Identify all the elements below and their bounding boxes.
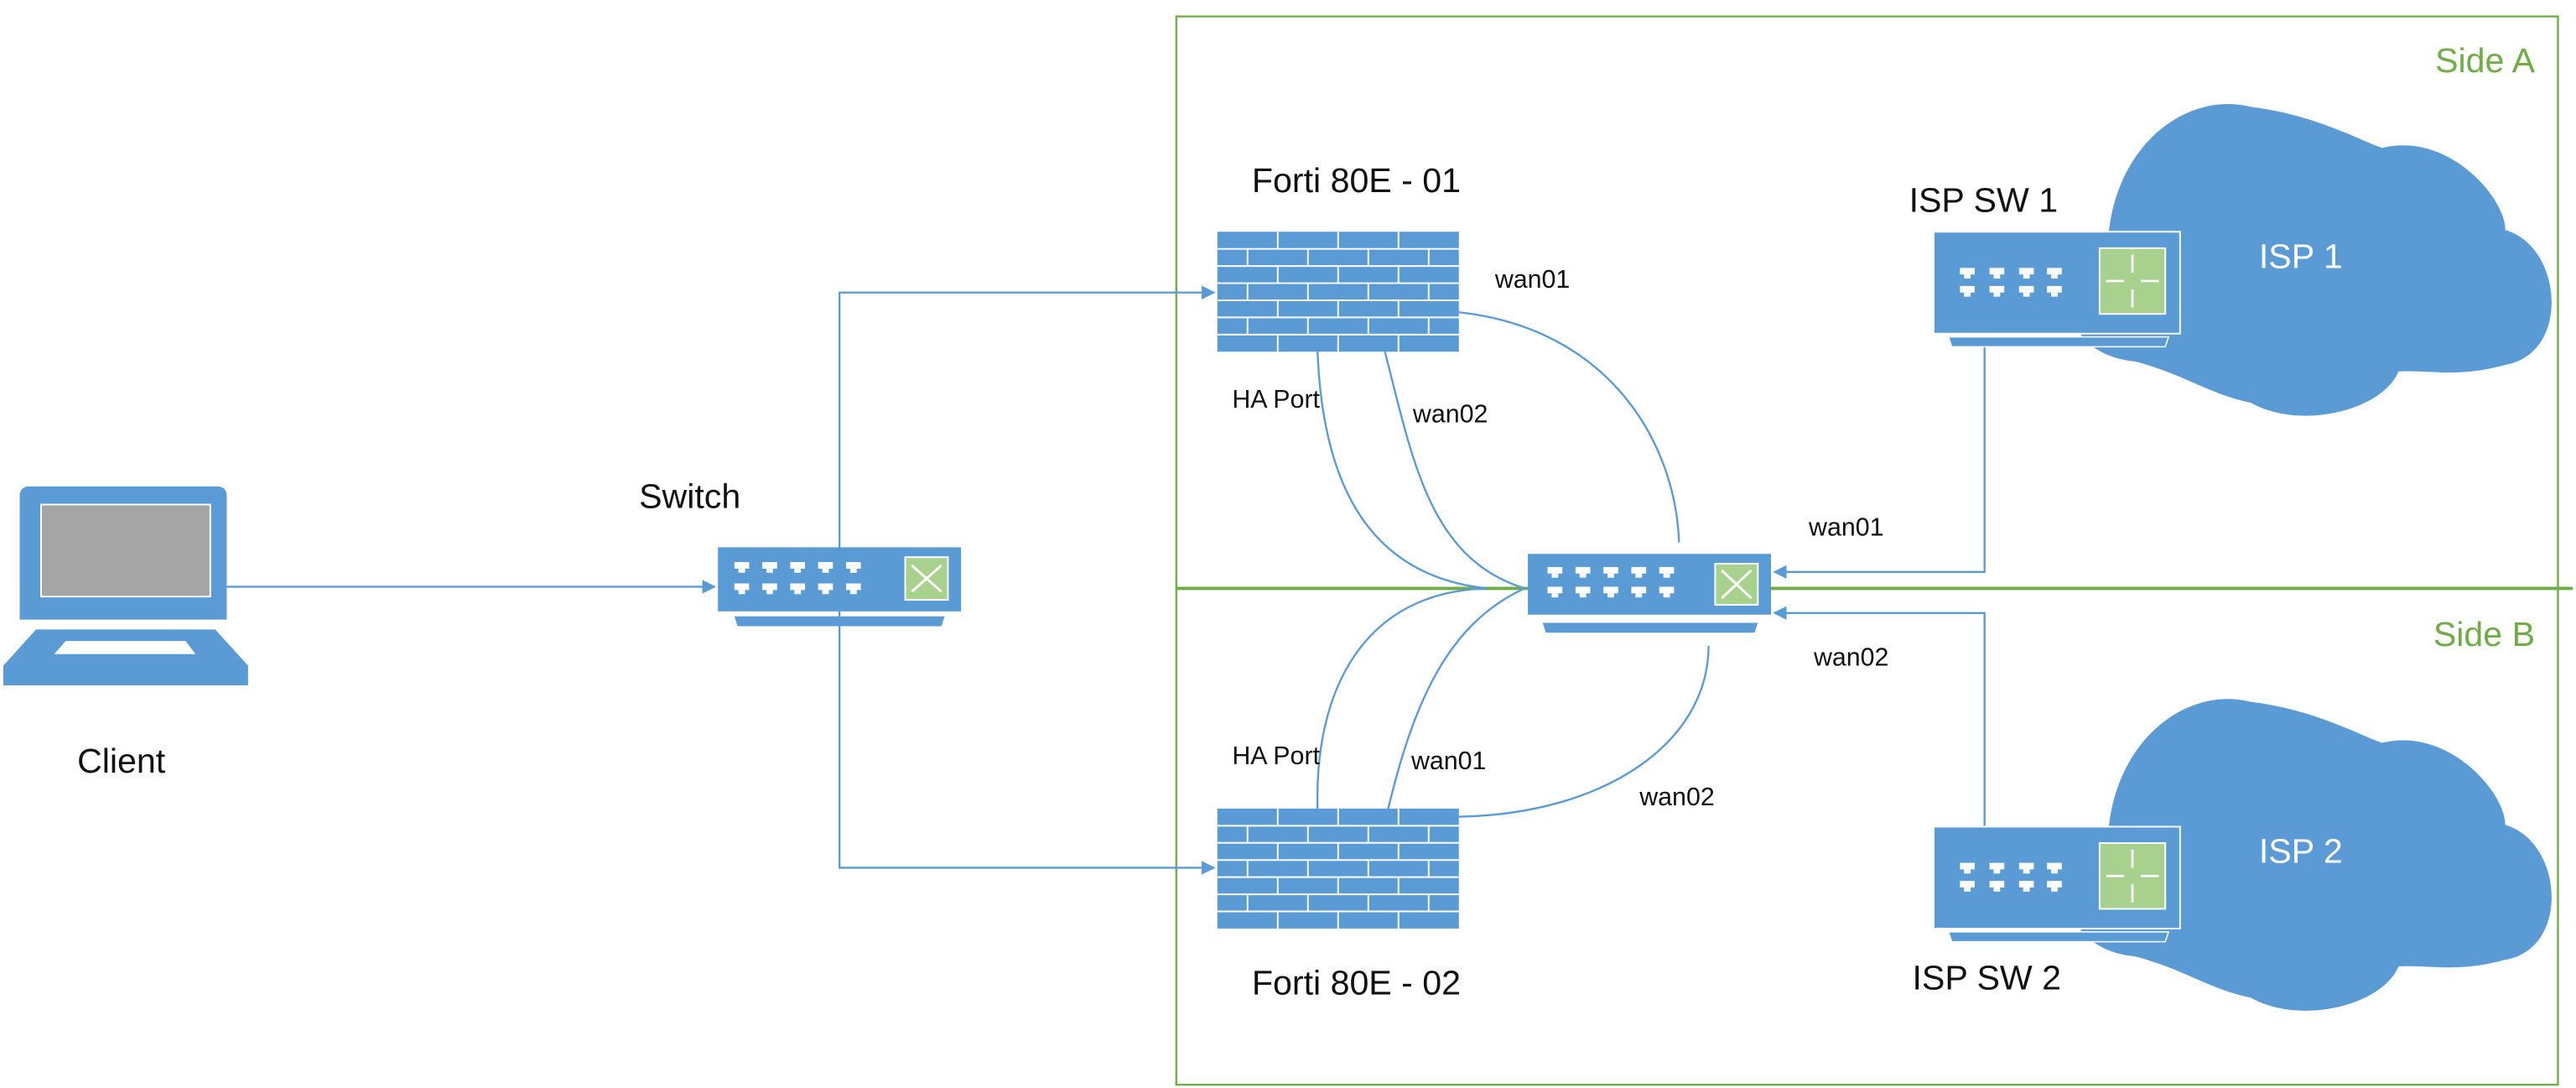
link-ispsw1-core [1773, 345, 1986, 580]
client-label: Client [77, 742, 166, 780]
isp-sw-1-label: ISP SW 1 [1909, 181, 2059, 220]
link-label-fw1-ha: HA Port [1232, 386, 1320, 414]
firewall-1-node[interactable]: Forti 80E - 01 [1217, 161, 1461, 352]
links [226, 285, 1986, 875]
link-fw2-wan02 [1458, 645, 1710, 818]
link-label-fw2-wan01: wan01 [1410, 747, 1486, 775]
link-switch-fw2 [838, 611, 1216, 875]
core-switch-node[interactable] [1528, 554, 1771, 633]
firewall-1-label: Forti 80E - 01 [1252, 161, 1461, 200]
firewall-2-node[interactable]: Forti 80E - 02 [1217, 808, 1461, 1002]
router-switch-icon [1932, 825, 2181, 943]
link-label-fw2-wan02: wan02 [1639, 783, 1714, 811]
link-fw1-wan02 [1384, 351, 1525, 590]
link-fw1-wan01 [1458, 311, 1680, 543]
link-label-fw2-ha: HA Port [1232, 742, 1320, 770]
link-label-fw1-wan01: wan01 [1494, 266, 1570, 294]
link-ispsw2-core [1773, 606, 1986, 827]
switch-label: Switch [639, 476, 740, 515]
isp-2-cloud[interactable]: ISP 2 [2070, 699, 2552, 1011]
laptop-icon [3, 486, 248, 685]
zone-boxes: Side A Side B [1175, 15, 2573, 1086]
link-fw2-ha [1316, 587, 1488, 809]
link-label-isp2-wan02: wan02 [1813, 643, 1888, 671]
isp-2-label: ISP 2 [2259, 832, 2343, 871]
isp-1-label: ISP 1 [2259, 237, 2343, 275]
zone-border [1175, 15, 2559, 1086]
link-label-fw1-wan02: wan02 [1412, 401, 1488, 429]
firewall-icon [1217, 808, 1459, 929]
switch-icon [718, 547, 962, 627]
zone-label-side-b: Side B [2433, 615, 2535, 653]
isp-sw-2-node[interactable]: ISP SW 2 [1912, 825, 2181, 997]
link-fw2-wan01 [1387, 587, 1525, 809]
cloud-icon [2070, 104, 2552, 416]
isp-sw-2-label: ISP SW 2 [1912, 958, 2061, 997]
link-fw1-ha [1317, 351, 1488, 590]
switch-icon [1528, 554, 1771, 633]
firewall-2-label: Forti 80E - 02 [1252, 963, 1461, 1002]
isp-1-cloud[interactable]: ISP 1 [2070, 104, 2552, 416]
link-switch-fw1 [838, 285, 1216, 560]
switch-node[interactable]: Switch [639, 476, 962, 627]
cloud-icon [2070, 699, 2552, 1011]
client-node[interactable]: Client [3, 486, 248, 780]
router-switch-icon [1932, 231, 2181, 348]
firewall-icon [1217, 232, 1459, 352]
link-labels: wan01 HA Port wan02 wan01 wan02 HA Port … [1232, 266, 1888, 811]
zone-label-side-a: Side A [2435, 41, 2535, 80]
isp-sw-1-node[interactable]: ISP SW 1 [1909, 181, 2181, 348]
link-label-isp1-wan01: wan01 [1808, 514, 1883, 542]
